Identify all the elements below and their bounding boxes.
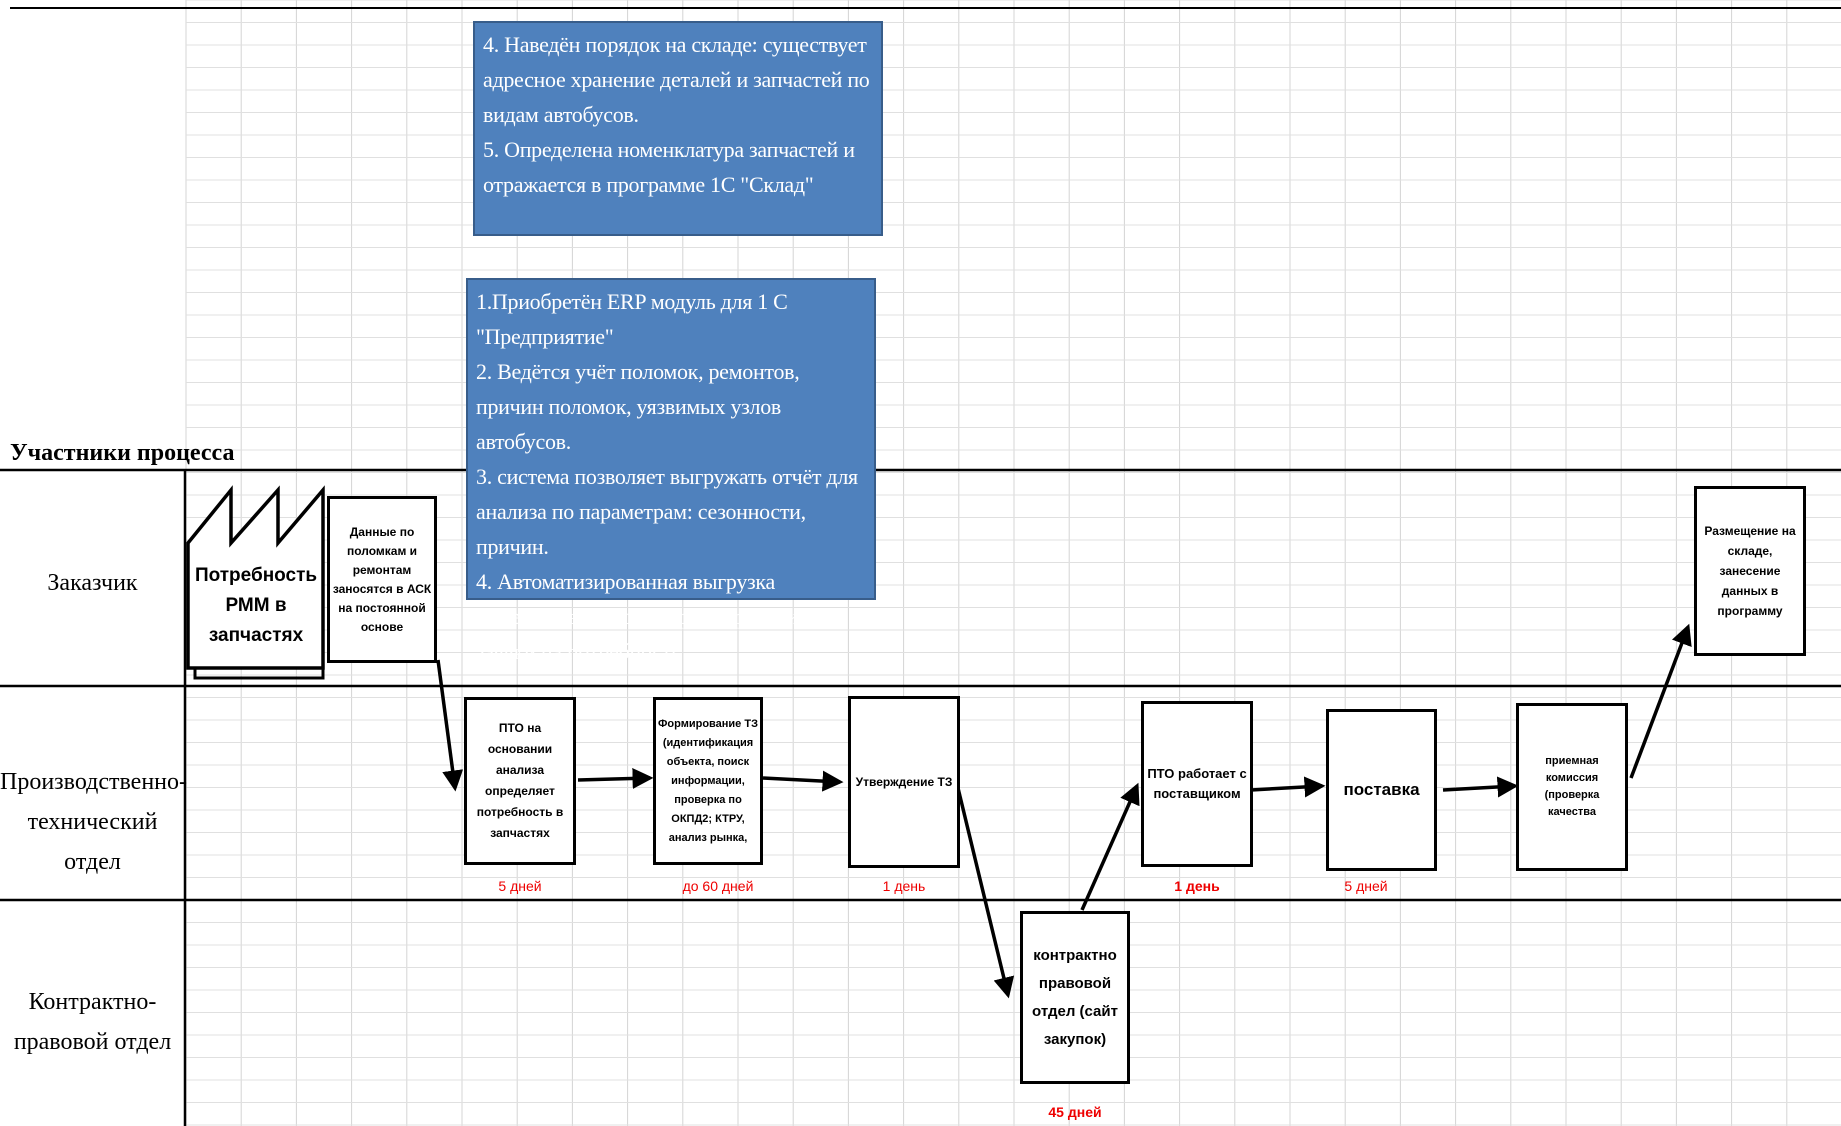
duration-legal: 45 дней	[1048, 1104, 1102, 1120]
arrow-commission-to-storage	[1629, 623, 1692, 779]
step-tz-form: Формирование ТЗ (идентификация объекта, …	[653, 697, 763, 865]
arrow-delivery-to-commission	[1442, 776, 1519, 798]
step-tz-approve: Утверждение ТЗ	[848, 696, 960, 868]
step-commission: приемная комиссия (проверка качества	[1516, 703, 1628, 871]
arrow-approve-to-legal	[956, 787, 1015, 999]
duration-pto-analysis: 5 дней	[498, 878, 542, 894]
step-supplier: ПТО работает с поставщиком	[1141, 701, 1253, 867]
duration-supplier: 1 день	[1174, 878, 1220, 894]
step-need: Потребность РММ в запчастях	[194, 564, 318, 646]
duration-tz-form: до 60 дней	[682, 878, 754, 894]
arrow-supplier-to-delivery	[1250, 776, 1326, 798]
arrow-data-to-pto	[436, 659, 464, 792]
lane-label-customer: Заказчик	[47, 570, 138, 596]
step-pto-analysis: ПТО на основании анализа определяет потр…	[464, 697, 576, 865]
step-delivery: поставка	[1326, 709, 1437, 871]
note-warehouse: 4. Наведён порядок на складе: существует…	[473, 21, 883, 236]
duration-tz-approve: 1 день	[882, 878, 926, 894]
arrow-legal-to-supplier	[1080, 782, 1140, 911]
arrow-tz-to-approve	[762, 770, 844, 792]
step-storage: Размещение на складе, занесение данных в…	[1694, 486, 1806, 656]
lane-label-pto: Производственно- технический отдел	[0, 769, 188, 875]
process-participants-title: Участники процесса	[10, 440, 235, 466]
duration-delivery: 5 дней	[1344, 878, 1388, 894]
arrow-pto-to-tz	[577, 767, 654, 789]
step-data-entry: Данные по поломкам и ремонтам заносятся …	[327, 496, 437, 663]
step-legal: контрактно правовой отдел (сайт закупок)	[1020, 911, 1130, 1084]
note-erp: 1.Приобретён ERP модуль для 1 С "Предпри…	[466, 278, 876, 664]
lane-label-legal: Контрактно- правовой отдел	[13, 989, 172, 1055]
